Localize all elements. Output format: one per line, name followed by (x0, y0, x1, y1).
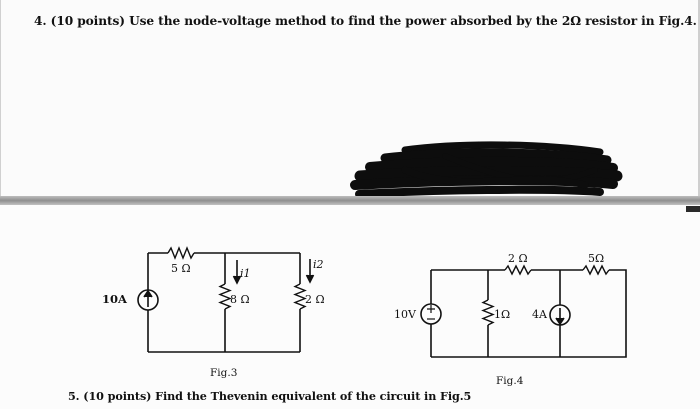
fig3-resistor-8-label: 8 Ω (230, 293, 250, 306)
question-4-text: 4. (10 points) Use the node-voltage meth… (34, 14, 697, 28)
fig3-source-label: 10A (102, 292, 128, 306)
fig4-resistor-5-label: 5Ω (588, 252, 604, 265)
lower-page (0, 205, 700, 409)
page-divider (0, 196, 700, 205)
fig3-resistor-5-label: 5 Ω (171, 262, 191, 275)
fig4-resistor-1-label: 1Ω (494, 308, 510, 321)
fig4-caption: Fig.4 (496, 375, 524, 387)
fig3-current-i2: i2 (313, 258, 324, 271)
question-5-text: 5. (10 points) Find the Thevenin equival… (68, 389, 472, 403)
upper-page: 4. (10 points) Use the node-voltage meth… (0, 0, 700, 198)
fig4-current-source-label: 4A (532, 308, 548, 321)
fig3-caption: Fig.3 (210, 367, 237, 379)
figure-4-circuit (420, 264, 627, 358)
fig4-source-label: 10V (394, 308, 417, 321)
fig4-resistor-2-label: 2 Ω (508, 252, 528, 265)
figure-3-circuit (137, 246, 315, 353)
fig3-current-i1: i1 (240, 267, 251, 280)
fig3-resistor-2-label: 2 Ω (305, 293, 325, 306)
corner-mark (686, 206, 700, 212)
